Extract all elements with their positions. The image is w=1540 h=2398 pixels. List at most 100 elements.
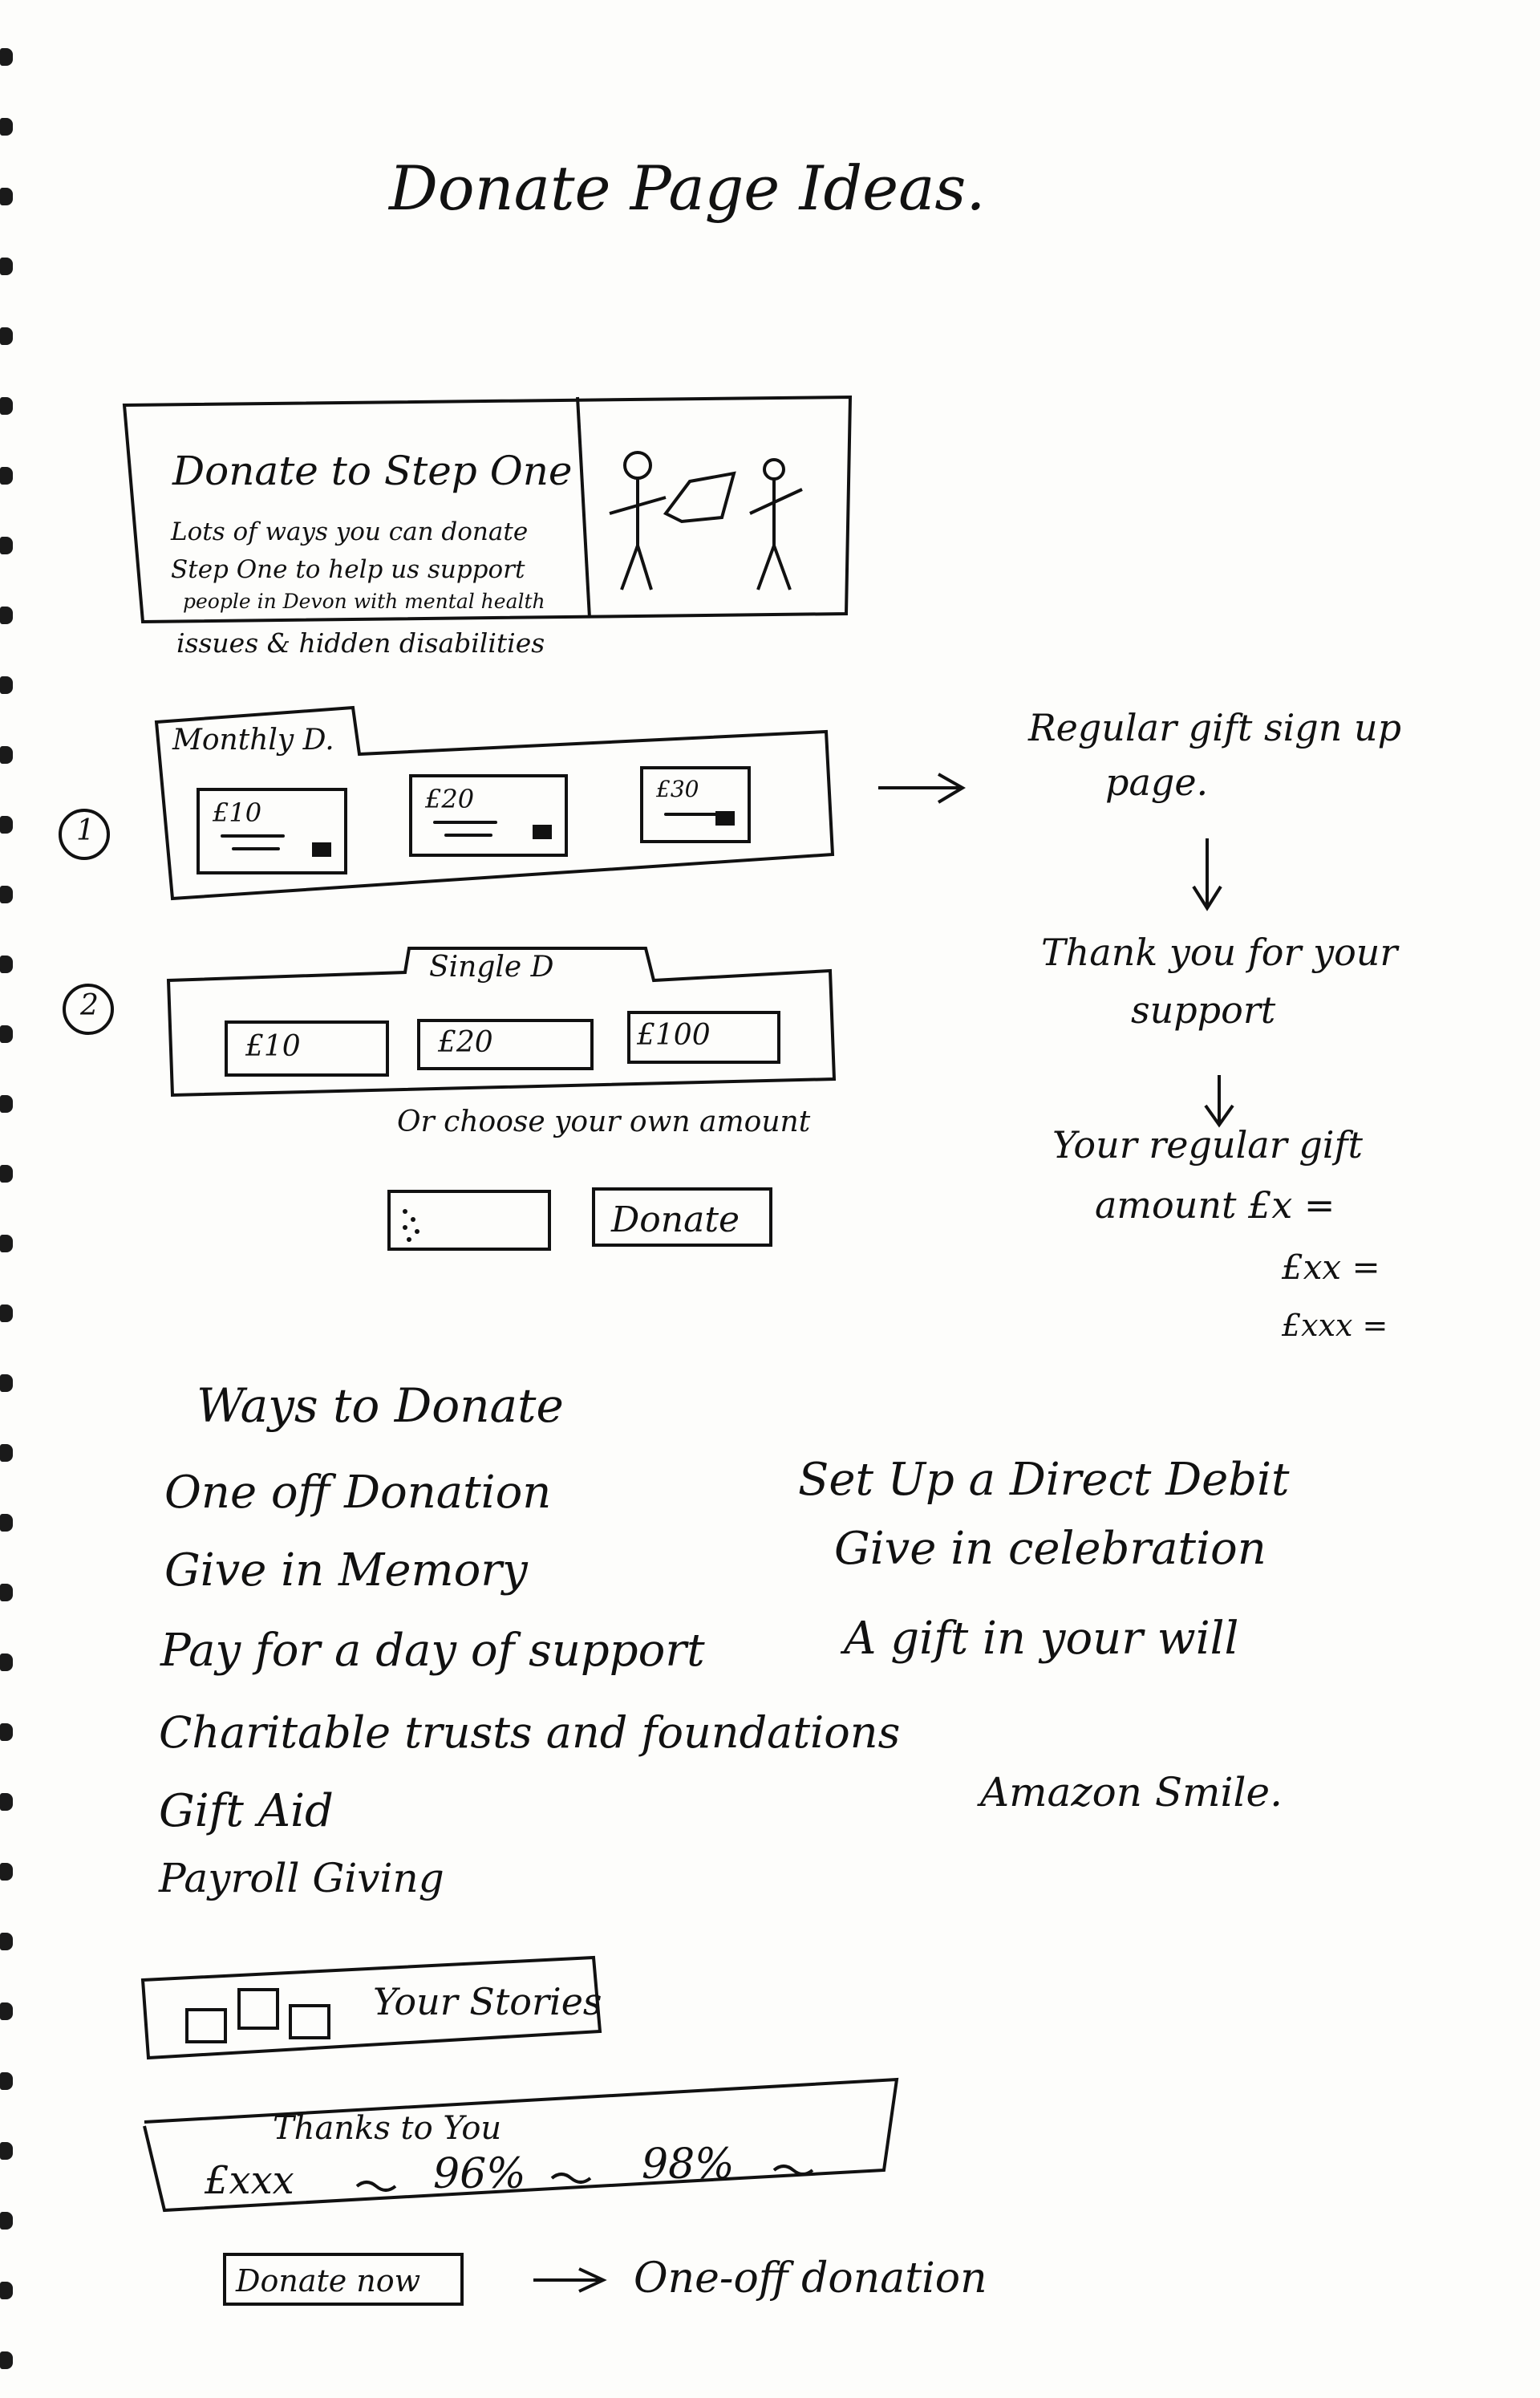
way-link[interactable]: Give in celebration [834, 1523, 1266, 1575]
spiral-hole [0, 1025, 13, 1043]
monthly-option-amount: £10 [213, 797, 262, 828]
single-option-10[interactable]: £10 [225, 1020, 389, 1077]
spiral-hole [0, 1514, 13, 1532]
spiral-hole [0, 1793, 13, 1811]
way-link[interactable]: Pay for a day of support [160, 1625, 705, 1677]
spiral-hole [0, 1584, 13, 1601]
spiral-hole [0, 1444, 13, 1462]
way-link[interactable]: Gift Aid [159, 1785, 334, 1837]
arrow-right-icon-2 [533, 2267, 607, 2293]
flow-step3b: amount £x = [1095, 1183, 1335, 1227]
donate-button[interactable]: Donate [592, 1187, 772, 1247]
custom-amount-input[interactable] [389, 1191, 549, 1249]
monthly-panel-outline [154, 705, 835, 901]
way-link[interactable]: One off Donation [164, 1467, 552, 1519]
thanks-stat2: 96% [433, 2150, 526, 2198]
spiral-hole [0, 2142, 13, 2160]
spiral-hole [0, 1723, 13, 1741]
card-icon [715, 811, 735, 826]
hero-body-line1: Lots of ways you can donate [171, 517, 529, 546]
way-link[interactable]: Payroll Giving [159, 1855, 444, 1901]
step-2-circle [63, 984, 114, 1035]
hero-body-line4: issues & hidden disabilities [176, 627, 545, 659]
way-link[interactable]: Give in Memory [164, 1544, 528, 1597]
spiral-hole [0, 2212, 13, 2230]
card-icon [533, 825, 552, 839]
hero-heading: Donate to Step One [172, 448, 573, 494]
monthly-tab-label[interactable]: Monthly D. [172, 724, 334, 757]
spiral-hole [0, 1374, 13, 1392]
stat-squiggles [355, 2165, 814, 2192]
monthly-option-30[interactable]: £30 [640, 766, 751, 843]
spiral-hole [0, 2351, 13, 2369]
spiral-hole [0, 118, 13, 136]
spiral-hole [0, 48, 13, 66]
one-off-donation-label: One-off donation [634, 2254, 987, 2303]
hero-body-line3: people in Devon with mental health [183, 590, 545, 613]
spiral-hole [0, 1235, 13, 1252]
donate-now-button[interactable]: Donate now [223, 2253, 464, 2306]
card-icon [312, 842, 331, 857]
spiral-hole [0, 258, 13, 275]
thanks-stat3: 98% [642, 2140, 735, 2189]
spiral-hole [0, 2282, 13, 2299]
monthly-option-amount: £20 [425, 784, 475, 814]
spiral-hole [0, 327, 13, 345]
monthly-option-20[interactable]: £20 [409, 774, 568, 857]
spiral-hole [0, 746, 13, 764]
spiral-hole [0, 816, 13, 834]
hero-body-line2: Step One to help us support [171, 555, 525, 584]
way-link[interactable]: A gift in your will [844, 1613, 1239, 1665]
stories-label[interactable]: Your Stories [373, 1980, 602, 2023]
spiral-hole [0, 2002, 13, 2020]
way-link[interactable]: Set Up a Direct Debit [798, 1454, 1290, 1506]
spiral-hole [0, 886, 13, 903]
monthly-option-amount: £30 [656, 776, 699, 802]
flow-step1: Regular gift sign up [1028, 706, 1402, 749]
single-option-20[interactable]: £20 [417, 1019, 594, 1070]
thanks-banner-outline [143, 2077, 899, 2213]
single-tab-label[interactable]: Single D [429, 951, 554, 984]
arrow-down-icon-2 [1204, 1075, 1234, 1128]
single-panel-outline [166, 947, 837, 1098]
stick-figures-illustration [609, 451, 803, 590]
spiral-hole [0, 676, 13, 694]
arrow-down-icon [1192, 838, 1222, 911]
flow-step2b: support [1131, 988, 1276, 1032]
flow-step2: Thank you for your [1041, 931, 1398, 974]
spiral-hole [0, 1653, 13, 1671]
step-2-number: 2 [80, 989, 99, 1022]
flow-step3c: £xx = [1282, 1248, 1380, 1287]
page-title: Donate Page Ideas. [389, 152, 986, 224]
way-link[interactable]: Charitable trusts and foundations [159, 1707, 901, 1758]
spiral-hole [0, 1863, 13, 1881]
custom-amount-label: Or choose your own amount [397, 1106, 811, 1138]
spiral-hole [0, 188, 13, 205]
single-option-100[interactable]: £100 [627, 1011, 780, 1064]
hero-box-outline [122, 395, 853, 624]
spiral-hole [0, 467, 13, 485]
spiral-hole [0, 397, 13, 415]
thanks-heading: Thanks to You [273, 2110, 502, 2147]
monthly-option-10[interactable]: £10 [197, 788, 347, 874]
arrow-right-icon [878, 773, 966, 804]
ways-heading: Ways to Donate [197, 1378, 564, 1433]
spiral-hole [0, 2072, 13, 2090]
spiral-hole [0, 1165, 13, 1183]
flow-step3: Your regular gift [1052, 1123, 1364, 1167]
stories-box-outline [140, 1955, 602, 2060]
cursor-dots-icon [403, 1209, 419, 1242]
story-thumbnails-icon [185, 1988, 330, 2043]
step-1-number: 1 [76, 814, 95, 847]
spiral-hole [0, 537, 13, 554]
spiral-hole [0, 1933, 13, 1950]
flow-step3d: £xxx = [1282, 1308, 1388, 1343]
spiral-hole [0, 1095, 13, 1113]
spiral-hole [0, 607, 13, 624]
way-link[interactable]: Amazon Smile. [980, 1769, 1283, 1816]
hero-divider [576, 396, 591, 619]
spiral-hole [0, 956, 13, 973]
flow-step1b: page. [1105, 761, 1209, 804]
spiral-hole [0, 1304, 13, 1322]
